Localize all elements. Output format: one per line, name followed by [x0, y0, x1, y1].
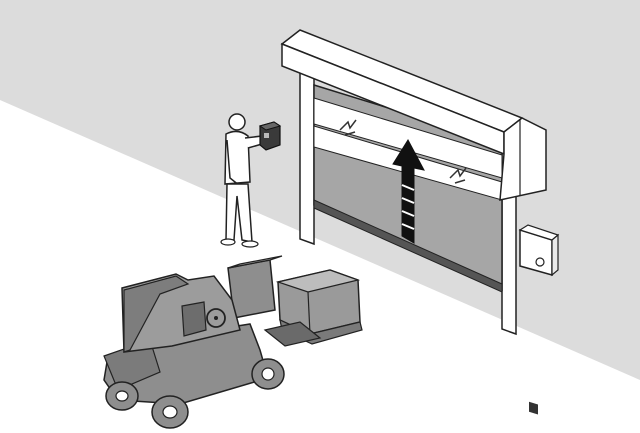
door-left-post [300, 58, 314, 244]
forklift-wheel-front-right [252, 359, 284, 389]
forklift-wheel-rear [106, 382, 138, 410]
remote-control-icon [260, 122, 280, 150]
door-housing-end [500, 118, 546, 200]
forklift-wheel-front-left [152, 396, 188, 428]
forklift-icon [104, 256, 362, 428]
